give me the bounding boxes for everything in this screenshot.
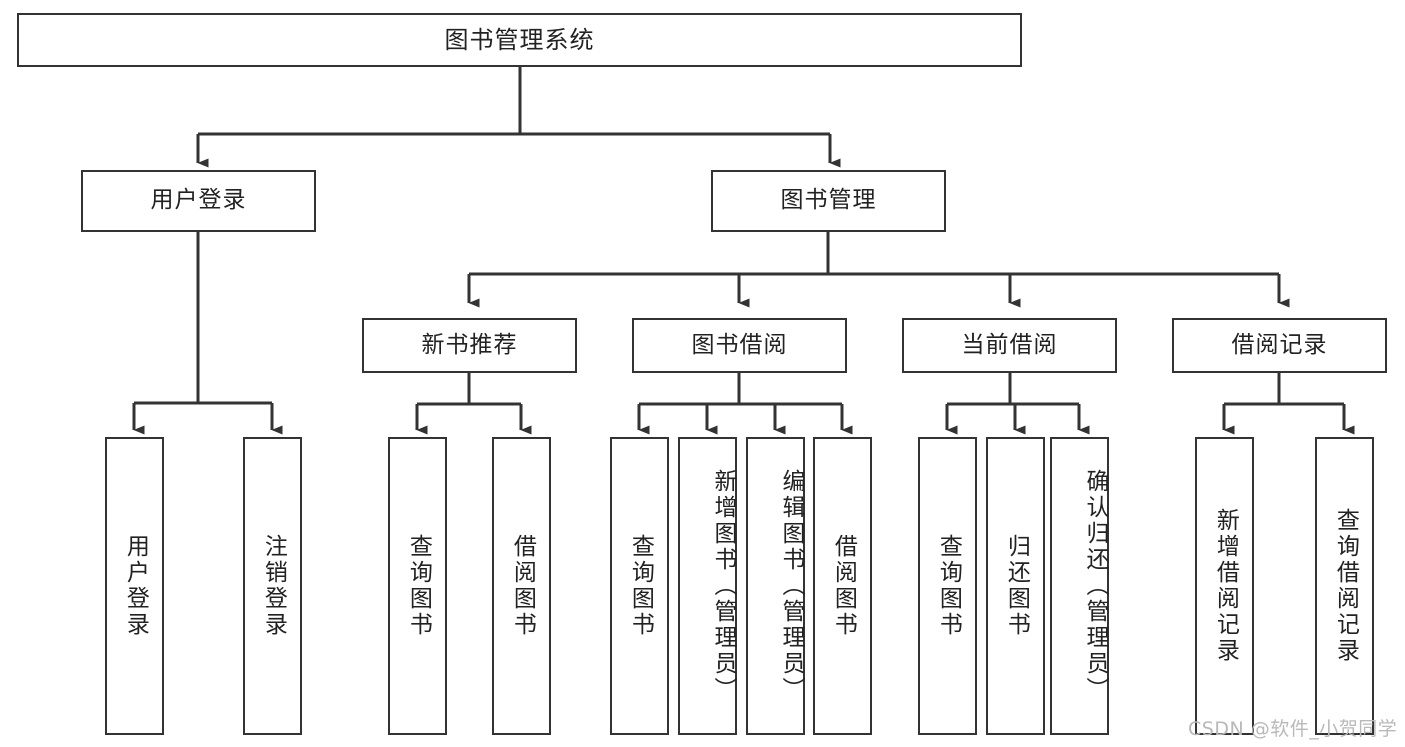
leaf-edit-book[interactable]: 编辑图书（管理员） [746,437,805,735]
node-label: 确认归还（管理员） [1082,469,1108,703]
node-label: 编辑图书（管理员） [778,469,804,703]
leaf-add-record[interactable]: 新增借阅记录 [1195,437,1254,735]
node-book-borrow[interactable]: 图书借阅 [632,318,847,373]
node-label: 查询图书 [935,534,962,638]
node-label: 新增图书（管理员） [710,469,736,703]
node-book-management[interactable]: 图书管理 [711,170,946,232]
node-label: 查询图书 [627,534,654,638]
leaf-borrow-books-2[interactable]: 借阅图书 [813,437,872,735]
node-borrow-record[interactable]: 借阅记录 [1172,318,1387,373]
node-label: 新书推荐 [421,331,518,358]
node-label: 查询图书 [405,534,432,638]
node-label: 注销登录 [260,534,287,638]
leaf-add-book[interactable]: 新增图书（管理员） [678,437,737,735]
leaf-logout[interactable]: 注销登录 [243,437,302,735]
node-label: 当前借阅 [961,331,1058,358]
node-root[interactable]: 图书管理系统 [17,13,1022,67]
node-user-login[interactable]: 用户登录 [81,170,316,232]
node-label: 借阅图书 [509,534,536,638]
node-label: 借阅记录 [1231,331,1328,358]
leaf-query-books-2[interactable]: 查询图书 [610,437,669,735]
node-current-borrow[interactable]: 当前借阅 [902,318,1117,373]
node-label: 查询借阅记录 [1332,508,1359,664]
leaf-query-record[interactable]: 查询借阅记录 [1315,437,1374,735]
node-new-book-recommend[interactable]: 新书推荐 [362,318,577,373]
watermark-text: CSDN @软件_小贺同学 [1188,718,1398,740]
leaf-return-books[interactable]: 归还图书 [986,437,1045,735]
leaf-user-login[interactable]: 用户登录 [105,437,164,735]
node-label: 借阅图书 [830,534,857,638]
node-label: 用户登录 [122,534,149,638]
node-label: 图书管理系统 [444,25,595,54]
node-label: 用户登录 [150,187,247,214]
leaf-borrow-books-1[interactable]: 借阅图书 [492,437,551,735]
leaf-query-books-3[interactable]: 查询图书 [918,437,977,735]
node-label: 新增借阅记录 [1212,508,1239,664]
leaf-query-books-1[interactable]: 查询图书 [388,437,447,735]
node-label: 图书借阅 [691,331,788,358]
leaf-confirm-return[interactable]: 确认归还（管理员） [1050,437,1109,735]
node-label: 归还图书 [1003,534,1030,638]
node-label: 图书管理 [780,187,877,214]
